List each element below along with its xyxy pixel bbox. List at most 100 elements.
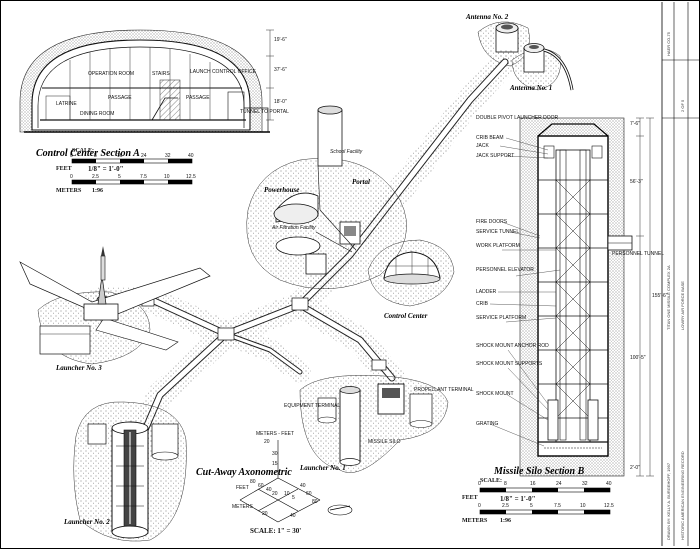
label-launch-office: LAUNCH CONTROL OFFICE [190, 69, 256, 75]
scale-a-m-2: 5 [118, 174, 121, 180]
label-grating: GRATING [476, 421, 499, 427]
title-block-sheet-number: 2 OF 5 [680, 99, 685, 112]
label-equipment-terminal: EQUIPMENT TERMINAL [284, 403, 341, 409]
scale-a-feet: FEET [56, 166, 72, 172]
dim-b-3: 155'-6" [652, 293, 668, 299]
title-block-left: DRAWN BY: KELLY A. BURGEHOFF, 1997 [666, 462, 671, 540]
launcher-2 [73, 401, 187, 542]
label-latrine: LATRINE [56, 101, 77, 107]
scale-b-m-3: 7.5 [554, 503, 561, 509]
axo-tick-l8: 40 [290, 513, 296, 519]
label-jack: JACK [476, 143, 489, 149]
label-propellant-terminal: PROPELLANT TERMINAL [414, 387, 474, 393]
label-launcher-3: Launcher No. 3 [56, 364, 102, 372]
axo-tick-l5: 60 [306, 491, 312, 497]
control-center-section-a [19, 29, 274, 133]
label-antenna-1: Antenna No. 1 [510, 84, 553, 92]
scale-a-ft-0: 0 [70, 153, 73, 159]
dim-b-1: 7'-6" [630, 121, 640, 127]
dim-a-3: 18'-0" [274, 99, 287, 105]
scale-a-m-0: 0 [70, 174, 73, 180]
scale-bar-b [479, 487, 611, 515]
title-block-corner: HAER CO-75 [666, 31, 671, 56]
scale-b-m-2: 5 [530, 503, 533, 509]
dim-b-4: 100'-5" [630, 355, 646, 361]
scale-a-metric: 1:96 [92, 188, 103, 194]
scale-b-ft-5: 40 [606, 481, 612, 487]
axo-tick-l1: 15 [272, 461, 278, 467]
scale-b-ft-3: 24 [556, 481, 562, 487]
missile-silo-section-b [489, 117, 654, 477]
label-operation-room: OPERATION ROOM [88, 71, 135, 77]
label-air-filtration: Air Filtration Facility [272, 225, 316, 231]
axo-scale-feet: FEET [236, 485, 249, 491]
dim-b-5: 2'-0" [630, 465, 640, 471]
axo-tick-l7: 20 [262, 511, 268, 517]
scale-b-ft-2: 16 [530, 481, 536, 487]
scale-axonometric [239, 440, 353, 523]
scale-a-m-5: 12.5 [186, 174, 196, 180]
dim-a-2: 37'-6" [274, 67, 287, 73]
control-center-dome [367, 239, 455, 307]
axo-tick-u2: 60 [258, 483, 264, 489]
label-work-platform: WORK PLATFORM [476, 243, 520, 249]
scale-a-m-4: 10 [164, 174, 170, 180]
scale-bar-a [71, 158, 193, 185]
axo-tick-l4: 40 [300, 483, 306, 489]
label-antenna-2: Antenna No. 2 [466, 13, 509, 21]
label-personnel-elevator: PERSONNEL ELEVATOR [476, 267, 534, 273]
axo-tick-l6: 80 [312, 499, 318, 505]
axo-tick-u0: 20 [264, 439, 270, 445]
label-dining-room: DINING ROOM [80, 111, 115, 117]
scale-b-ft-0: 0 [478, 481, 481, 487]
launcher-3 [19, 246, 211, 365]
scale-a-ft-4: 32 [165, 153, 171, 159]
label-control-center: Control Center [384, 312, 428, 320]
scale-a-meters: METERS [56, 188, 82, 194]
scale-b-ratio: 1/8" = 1'-0" [500, 495, 536, 503]
axo-tick-u1: 80 [250, 479, 256, 485]
label-school-facility: School Facility [330, 149, 363, 155]
axo-scale-meters: METERS [232, 504, 253, 510]
label-jack-support: JACK SUPPORT [476, 153, 515, 159]
scale-b-meters: METERS [462, 518, 488, 524]
label-portal: Portal [352, 178, 370, 186]
dim-b-2: 56'-3" [630, 179, 643, 185]
label-launcher-2: Launcher No. 2 [64, 518, 110, 526]
scale-b-ft-4: 32 [582, 481, 588, 487]
label-passage-lower: PASSAGE [108, 95, 132, 101]
antenna-2 [477, 21, 530, 67]
label-shock-supports: SHOCK MOUNT SUPPORTS [476, 361, 543, 367]
label-service-platform: SERVICE PLATFORM [476, 315, 527, 321]
scale-b-ft-1: 8 [504, 481, 507, 487]
axo-tick-u3: 40 [266, 487, 272, 493]
scale-b-metric: 1:96 [500, 518, 511, 524]
scale-b-m-0: 0 [478, 503, 481, 509]
label-personnel-tunnel: PERSONNEL TUNNEL [612, 251, 664, 257]
powerhouse-complex [246, 105, 407, 290]
title-block-left-sub: HISTORIC AMERICAN ENGINEERING RECORD [680, 451, 685, 540]
label-stairs: STAIRS [152, 71, 170, 77]
launcher-1 [299, 375, 449, 473]
scale-b-m-5: 12.5 [604, 503, 614, 509]
axo-tick-l3: 5 [292, 495, 295, 501]
title-axonometric: Cut-Away Axonometric [196, 467, 292, 478]
scale-a-ft-3: 24 [141, 153, 147, 159]
scale-b-feet: FEET [462, 495, 478, 501]
scale-b-label: SCALE: [480, 478, 503, 484]
scale-a-ratio: 1/8" = 1'-0" [88, 165, 124, 173]
axo-tick-u4: 20 [272, 491, 278, 497]
dim-a-1: 19'-6" [274, 37, 287, 43]
label-passage-upper: PASSAGE [186, 95, 210, 101]
title-control-center-section: Control Center Section A [36, 148, 140, 159]
scale-a-m-1: 2.5 [92, 174, 99, 180]
scale-b-m-4: 10 [580, 503, 586, 509]
scale-a-label: SCALE: [72, 148, 95, 154]
label-missile-silo: MISSILE SILO [368, 439, 401, 445]
scale-a-m-3: 7.5 [140, 174, 147, 180]
label-fire-doors: FIRE DOORS [476, 219, 508, 225]
label-crib-beam: CRIB BEAM [476, 135, 504, 141]
label-shock-anchor: SHOCK MOUNT ANCHOR ROD [476, 343, 549, 349]
axo-scale-header: METERS - FEET [256, 431, 295, 437]
